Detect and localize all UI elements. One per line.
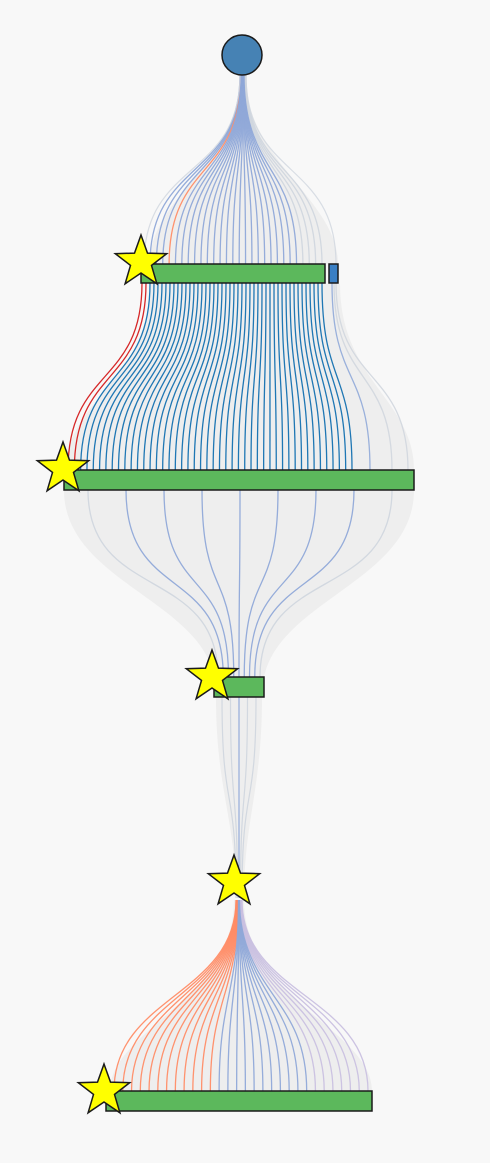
flow-edge-2-7 (254, 489, 355, 678)
flow-edge-1-38 (293, 282, 309, 471)
flow-edge-1-22 (206, 282, 231, 471)
flow-edge-1-34 (277, 282, 284, 471)
flow-edge-2-8 (259, 489, 393, 678)
level-1-bar-1 (328, 263, 339, 284)
flow-edge-1-6 (105, 282, 167, 471)
flow-edge-2-1 (125, 489, 224, 678)
flow-edge-1-8 (117, 282, 175, 471)
flow-edge-1-11 (136, 282, 187, 471)
flow-edge-2-0 (87, 489, 219, 678)
flow-edge-3-3 (239, 696, 249, 899)
level-3-star-icon (184, 647, 240, 701)
level-stars (35, 232, 262, 1115)
flow-edge-1-29 (250, 282, 259, 471)
flow-edge-2-6 (248, 489, 317, 678)
flow-edge-3-4 (241, 696, 257, 899)
flow-edge-1-26 (231, 282, 247, 471)
flow-edge-1-40 (301, 282, 322, 471)
flow-edge-1-23 (212, 282, 235, 471)
level-2-star-icon (35, 439, 91, 493)
flow-edge-1-2 (79, 282, 151, 471)
flow-edge-1-36 (285, 282, 296, 471)
flow-edge-1-15 (162, 282, 203, 471)
flow-edge-4-1 (122, 899, 237, 1092)
flow-edge-2-3 (201, 489, 235, 678)
flow-edge-1-19 (187, 282, 219, 471)
flow-edge-1-35 (281, 282, 290, 471)
flow-edge-1-0 (331, 282, 371, 471)
flow-edge-1-18 (180, 282, 215, 471)
flow-edge-1-1 (333, 282, 393, 471)
flow-edge-1-45 (321, 282, 353, 471)
flow-edge-1-42 (309, 282, 334, 471)
flow-edge-1-7 (111, 282, 171, 471)
flow-edge-0-0 (143, 74, 241, 265)
flow-edge-1-20 (193, 282, 223, 471)
flow-edge-1-17 (174, 282, 211, 471)
flow-edge-1-0 (67, 282, 143, 471)
flow-edge-1-1 (73, 282, 147, 471)
flow-edges (67, 74, 409, 1092)
flow-edge-2-2 (163, 489, 230, 678)
flow-edge-1-14 (155, 282, 199, 471)
flow-edge-2-5 (243, 489, 279, 678)
flow-edge-1-25 (225, 282, 243, 471)
flow-edge-1-5 (98, 282, 163, 471)
flow-edge-1-13 (149, 282, 195, 471)
flow-edge-0-1 (245, 74, 337, 265)
flow-edge-1-4 (92, 282, 159, 471)
flow-edge-1-2 (335, 282, 409, 471)
background-bands (64, 78, 414, 1091)
flow-edge-4-0 (113, 899, 237, 1092)
level-nodes (63, 34, 415, 1112)
level-1-bar-0 (140, 263, 326, 284)
flow-edge-1-37 (289, 282, 303, 471)
flow-edge-1-16 (168, 282, 207, 471)
flow-edge-1-41 (305, 282, 328, 471)
flow-edge-1-21 (199, 282, 227, 471)
flow-edge-1-43 (313, 282, 341, 471)
flow-edge-1-24 (218, 282, 239, 471)
flow-edge-1-10 (130, 282, 183, 471)
flow-edge-1-28 (244, 282, 255, 471)
root-node (221, 34, 263, 76)
level-2-bar-0 (63, 469, 415, 491)
flow-edge-1-3 (86, 282, 155, 471)
flow-edge-1-27 (237, 282, 251, 471)
level-5-bar-0 (105, 1090, 373, 1112)
level-5-star-icon (76, 1061, 132, 1115)
level-1-star-icon (113, 232, 169, 286)
flow-edge-4-29 (241, 899, 369, 1092)
band-level-1-level-2 (66, 284, 414, 470)
flow-edge-1-39 (297, 282, 315, 471)
band-level-4-level-5 (110, 900, 372, 1091)
flow-edge-1-44 (317, 282, 347, 471)
flow-edge-1-31 (262, 282, 267, 471)
flow-edge-4-2 (130, 899, 238, 1092)
flow-edge-1-30 (256, 282, 263, 471)
flow-edge-1-12 (143, 282, 191, 471)
flow-edge-1-9 (124, 282, 179, 471)
level-4-star-icon (206, 852, 262, 906)
flow-edge-3-1 (229, 696, 239, 899)
flow-edge-2-4 (238, 489, 241, 678)
flow-edge-1-33 (273, 282, 277, 471)
